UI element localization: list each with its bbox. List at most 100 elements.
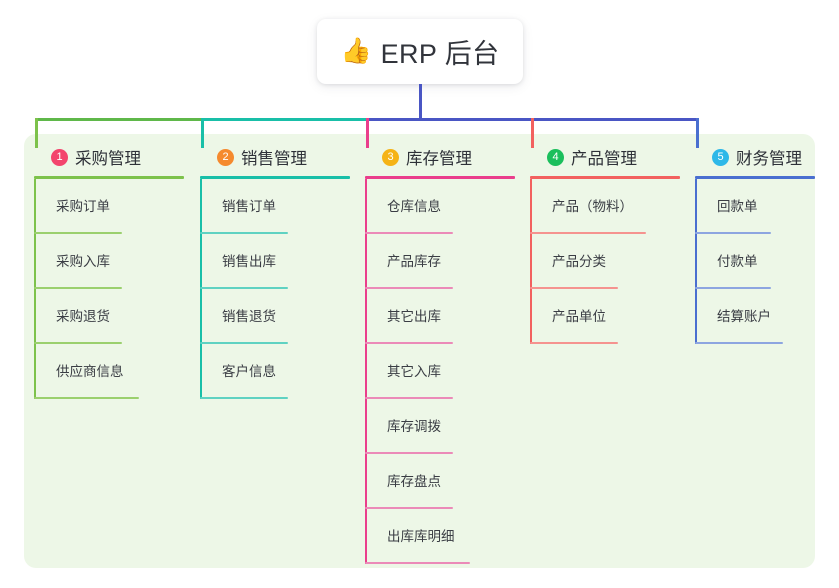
menu-item-label: 出库库明细: [387, 529, 455, 544]
menu-item-spine: [200, 179, 202, 234]
column-header-5[interactable]: 5 财务管理: [695, 145, 815, 169]
menu-item-label: 库存调拨: [387, 419, 441, 434]
column-4: 4 产品管理产品（物料） 产品分类产品单位: [530, 145, 680, 344]
menu-item[interactable]: 采购订单: [34, 179, 184, 234]
menu-item-spine: [365, 454, 367, 509]
menu-item-rule: [530, 232, 646, 234]
column-title: 采购管理: [75, 150, 141, 168]
menu-item-label: 库存盘点: [387, 474, 441, 489]
menu-item-spine: [695, 289, 697, 344]
number-badge-icon: 2: [217, 148, 234, 166]
menu-item-rule: [34, 342, 122, 344]
column-header-2[interactable]: 2 销售管理: [200, 145, 350, 169]
menu-item-spine: [530, 179, 532, 234]
menu-item-spine: [200, 234, 202, 289]
menu-item[interactable]: 库存盘点: [365, 454, 515, 509]
column-header-rule: [200, 176, 350, 179]
menu-item[interactable]: 采购入库: [34, 234, 184, 289]
menu-item[interactable]: 采购退货: [34, 289, 184, 344]
menu-item-spine: [200, 344, 202, 399]
column-title: 库存管理: [406, 150, 472, 168]
menu-item-rule: [200, 232, 288, 234]
number-badge-icon: 5: [712, 148, 729, 166]
menu-item-spine: [365, 289, 367, 344]
connector-drop-2: [201, 118, 204, 148]
menu-item-rule: [365, 342, 453, 344]
connector-drop-5: [696, 118, 699, 148]
menu-item-spine: [34, 234, 36, 289]
menu-item-rule: [200, 342, 288, 344]
menu-item[interactable]: 产品库存: [365, 234, 515, 289]
menu-item-spine: [365, 509, 367, 564]
menu-item[interactable]: 回款单: [695, 179, 815, 234]
menu-item-rule: [695, 342, 783, 344]
column-title: 销售管理: [241, 150, 307, 168]
menu-item-rule: [34, 397, 139, 399]
menu-item-label: 产品分类: [552, 254, 606, 269]
column-header-3[interactable]: 3 库存管理: [365, 145, 515, 169]
column-header-rule: [530, 176, 680, 179]
menu-item-rule: [365, 287, 453, 289]
menu-item[interactable]: 结算账户: [695, 289, 815, 344]
menu-item[interactable]: 销售订单: [200, 179, 350, 234]
menu-item-rule: [530, 287, 618, 289]
column-title: 产品管理: [571, 150, 637, 168]
column-2: 2 销售管理销售订单销售出库销售退货客户信息: [200, 145, 350, 399]
column-header-rule: [34, 176, 184, 179]
menu-item[interactable]: 产品分类: [530, 234, 680, 289]
connector-bus-segment-2: [201, 118, 368, 121]
menu-item[interactable]: 库存调拨: [365, 399, 515, 454]
menu-item[interactable]: 产品（物料）: [530, 179, 680, 234]
column-header-4[interactable]: 4 产品管理: [530, 145, 680, 169]
menu-item-rule: [365, 562, 470, 564]
menu-item-label: 产品库存: [387, 254, 441, 269]
menu-item-rule: [530, 342, 618, 344]
menu-item-spine: [695, 234, 697, 289]
menu-item-label: 采购入库: [56, 254, 110, 269]
menu-item-rule: [365, 452, 453, 454]
menu-item-label: 采购订单: [56, 199, 110, 214]
menu-item[interactable]: 供应商信息: [34, 344, 184, 399]
menu-item-rule: [695, 232, 771, 234]
menu-item-label: 产品单位: [552, 309, 606, 324]
menu-item[interactable]: 销售出库: [200, 234, 350, 289]
menu-item-spine: [200, 289, 202, 344]
column-title: 财务管理: [736, 150, 802, 168]
menu-item-rule: [200, 397, 288, 399]
menu-item-label: 结算账户: [717, 309, 771, 324]
menu-item[interactable]: 付款单: [695, 234, 815, 289]
menu-item[interactable]: 销售退货: [200, 289, 350, 344]
connector-stem: [419, 84, 422, 121]
menu-item-label: 其它出库: [387, 309, 441, 324]
menu-item[interactable]: 出库库明细: [365, 509, 515, 564]
menu-item[interactable]: 产品单位: [530, 289, 680, 344]
connector-drop-1: [35, 118, 38, 148]
menu-item-rule: [365, 232, 453, 234]
menu-item[interactable]: 客户信息: [200, 344, 350, 399]
menu-item-spine: [365, 179, 367, 234]
menu-item-label: 产品（物料）: [552, 199, 633, 214]
menu-item-spine: [34, 179, 36, 234]
root-node-erp-backend[interactable]: 👍 ERP 后台: [317, 19, 523, 84]
number-badge-icon: 3: [382, 148, 399, 166]
thumbs-up-icon: 👍: [340, 37, 372, 65]
menu-item-rule: [695, 287, 771, 289]
menu-item-label: 销售出库: [222, 254, 276, 269]
menu-item-rule: [34, 287, 122, 289]
number-badge-icon: 4: [547, 148, 564, 166]
menu-item-label: 采购退货: [56, 309, 110, 324]
menu-item[interactable]: 其它入库: [365, 344, 515, 399]
root-node-title: ERP 后台: [380, 39, 500, 69]
menu-item[interactable]: 其它出库: [365, 289, 515, 344]
menu-item-label: 销售退货: [222, 309, 276, 324]
column-3: 3 库存管理仓库信息产品库存其它出库其它入库库存调拨库存盘点出库库明细: [365, 145, 515, 564]
menu-item-spine: [365, 399, 367, 454]
connector-drop-4: [531, 118, 534, 148]
menu-item[interactable]: 仓库信息: [365, 179, 515, 234]
menu-item-spine: [34, 289, 36, 344]
menu-item-rule: [200, 287, 288, 289]
menu-item-spine: [530, 234, 532, 289]
